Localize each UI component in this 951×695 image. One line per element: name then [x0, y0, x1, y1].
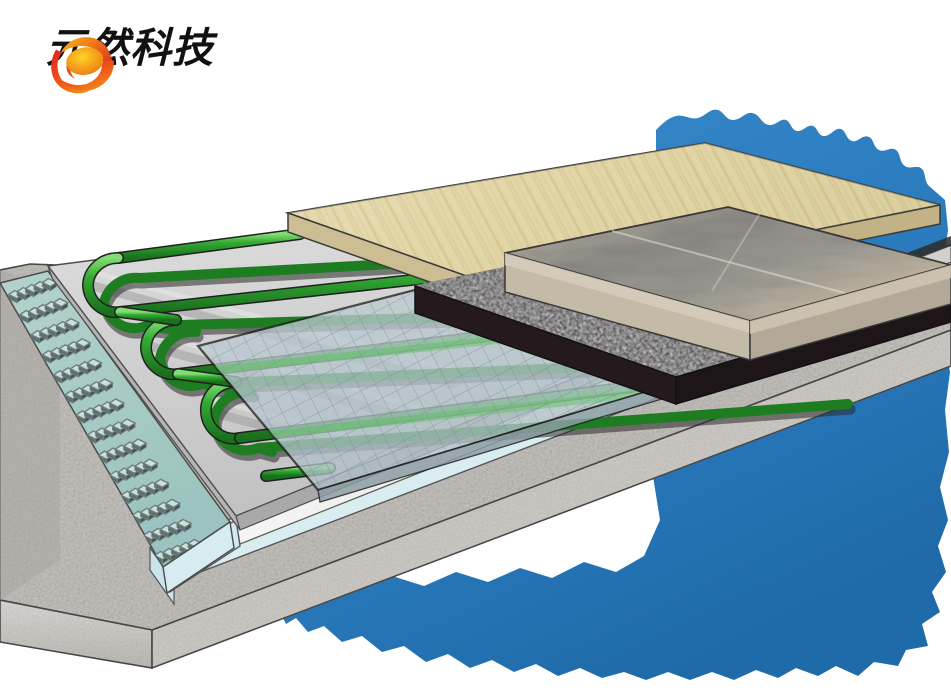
insulation-stud	[119, 418, 137, 432]
insulation-stud-array	[7, 277, 204, 565]
insulation-stud	[97, 378, 114, 392]
layer-ceramic-tile	[504, 206, 951, 361]
insulation-stud	[74, 337, 92, 352]
insulation-stud	[52, 297, 70, 312]
insulation-stud	[141, 458, 159, 473]
insulation-stud	[164, 498, 182, 513]
insulation-stud	[85, 358, 103, 372]
insulation-stud	[153, 478, 170, 493]
layer-studded-insulation-panel	[0, 270, 235, 595]
insulation-stud	[63, 317, 81, 332]
insulation-stud	[130, 438, 148, 453]
insulation-stud	[41, 277, 58, 292]
brand-logo: 元然科技	[46, 28, 214, 94]
insulation-stud	[108, 398, 126, 412]
swirl-e-logo-icon	[51, 37, 114, 94]
insulation-stud	[175, 518, 193, 533]
